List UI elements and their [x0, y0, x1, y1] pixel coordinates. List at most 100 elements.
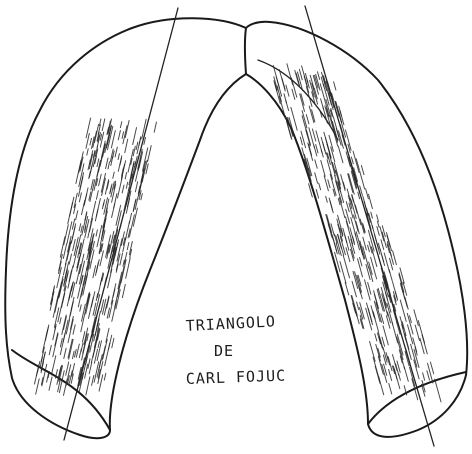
hatch-stroke	[88, 359, 90, 369]
hatch-stroke	[402, 290, 407, 307]
hatch-stroke	[427, 371, 430, 380]
hatch-stroke	[423, 373, 425, 380]
hatch-stroke	[360, 258, 362, 266]
hatch-stroke	[53, 326, 56, 340]
hatch-stroke	[81, 226, 82, 232]
hatch-stroke	[377, 215, 379, 222]
hatch-stroke	[348, 174, 353, 193]
hatch-stroke	[125, 139, 128, 152]
hatch-stroke	[120, 214, 123, 229]
hatch-stroke	[343, 256, 349, 278]
hatch-stroke	[90, 138, 92, 145]
hatch-stroke	[301, 131, 306, 148]
hatch-stroke	[395, 292, 397, 298]
hatch-stroke	[315, 173, 318, 183]
hatch-stroke	[375, 334, 377, 341]
hatch-stroke	[114, 194, 117, 208]
hatch-stroke	[368, 245, 370, 252]
hatch-stroke	[328, 180, 330, 188]
midline-seam	[245, 28, 246, 74]
hatch-stroke	[366, 189, 369, 199]
hatch-stroke	[98, 341, 99, 347]
hatch-stroke	[45, 327, 48, 340]
hatch-stroke	[96, 230, 97, 236]
label-line-3: CARL FOJUC	[186, 367, 287, 388]
hatch-stroke	[64, 348, 66, 358]
hatch-stroke	[55, 289, 60, 312]
hatch-stroke	[376, 303, 382, 323]
hatch-stroke	[340, 262, 346, 284]
hatch-stroke	[389, 384, 392, 394]
hatch-stroke	[291, 78, 296, 97]
hatch-stroke	[94, 168, 99, 191]
hatch-stroke	[79, 193, 81, 202]
hatch-stroke	[111, 131, 115, 148]
hatch-stroke	[154, 122, 156, 132]
hatch-stroke	[397, 337, 403, 360]
hatch-stroke	[123, 260, 124, 266]
hatch-stroke	[118, 176, 123, 198]
hatch-stroke	[91, 353, 93, 363]
hatch-stroke	[389, 370, 392, 381]
hatch-stroke	[91, 201, 96, 223]
hatch-stroke	[94, 349, 97, 363]
hatch-stroke	[312, 129, 315, 141]
hatch-stroke	[89, 362, 92, 373]
hatch-stroke	[338, 146, 343, 163]
hatch-stroke	[357, 302, 359, 310]
hatch-stroke	[315, 160, 317, 169]
hatch-stroke	[141, 194, 142, 200]
hatch-stroke	[133, 146, 135, 156]
hatch-stroke	[282, 78, 285, 89]
hatch-stroke	[371, 212, 373, 218]
hatch-stroke	[358, 259, 363, 277]
hatch-stroke	[413, 338, 417, 352]
hatch-stroke	[389, 270, 392, 281]
hatch-stroke	[430, 362, 433, 374]
hatch-stroke	[352, 281, 356, 296]
hatch-stroke	[51, 356, 55, 375]
hatch-stroke	[435, 379, 441, 402]
hatch-stroke	[69, 308, 72, 319]
hatch-stroke	[324, 176, 328, 191]
hatch-stroke	[82, 200, 85, 214]
hatch-stroke	[86, 118, 91, 138]
hatch-stroke	[68, 203, 73, 224]
hatch-stroke	[376, 345, 381, 361]
hatch-stroke	[122, 132, 124, 139]
hatch-stroke	[126, 258, 131, 278]
hatch-stroke	[73, 325, 75, 335]
hatch-stroke	[73, 351, 75, 358]
hatch-stroke	[318, 72, 320, 80]
hatch-stroke	[361, 166, 364, 175]
hatch-stroke	[345, 282, 349, 295]
hatch-stroke	[36, 379, 40, 394]
hatch-stroke	[49, 377, 52, 390]
hatch-stroke	[96, 191, 98, 200]
hatch-stroke	[73, 240, 76, 251]
hatch-stroke	[118, 131, 120, 140]
hatch-stroke	[95, 209, 98, 221]
hatch-stroke	[113, 172, 114, 178]
hatch-stroke	[414, 360, 419, 379]
hatch-stroke	[378, 356, 383, 374]
hatch-stroke	[69, 254, 71, 264]
hatch-stroke	[104, 373, 106, 380]
hatch-stroke	[377, 227, 379, 236]
hatch-stroke	[49, 345, 51, 354]
hatch-stroke	[102, 119, 105, 131]
hatch-stroke	[133, 128, 137, 145]
hatch-stroke	[108, 335, 111, 350]
hatch-stroke	[299, 69, 302, 79]
label-line-1: TRIANGOLO	[185, 312, 276, 335]
hatch-stroke	[108, 162, 110, 169]
hatch-stroke	[66, 362, 69, 375]
hatch-stroke	[58, 302, 63, 322]
hatch-stroke	[286, 85, 289, 96]
hatch-stroke	[93, 266, 96, 278]
hatch-stroke	[100, 251, 103, 266]
hatch-stroke	[292, 89, 295, 99]
hatch-stroke	[106, 158, 108, 169]
hatch-stroke	[360, 244, 364, 260]
hatch-stroke	[339, 198, 345, 218]
